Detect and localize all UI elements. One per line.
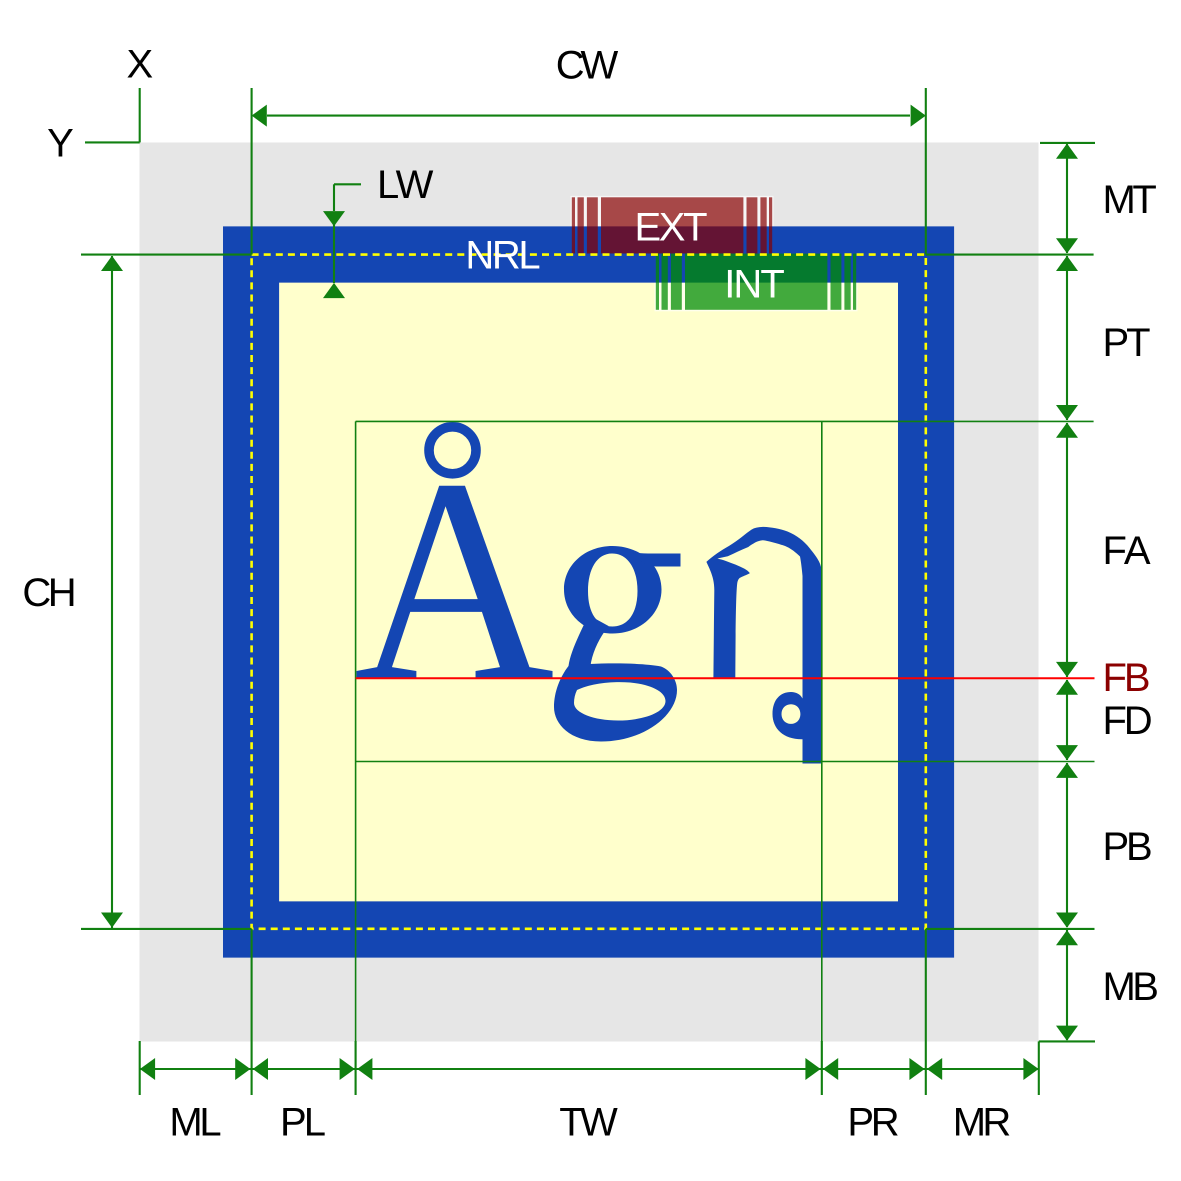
svg-text:A: A — [354, 420, 555, 743]
svg-text:PL: PL — [280, 1101, 326, 1145]
svg-text:FA: FA — [1103, 529, 1151, 573]
svg-text:CH: CH — [22, 571, 76, 615]
svg-text:Y: Y — [47, 122, 74, 166]
svg-text:PT: PT — [1103, 321, 1151, 365]
svg-text:CW: CW — [556, 43, 619, 87]
svg-text:PR: PR — [847, 1101, 899, 1145]
svg-text:FB: FB — [1103, 656, 1151, 700]
svg-text:TW: TW — [559, 1101, 618, 1145]
svg-text:EXT: EXT — [634, 206, 707, 250]
svg-text:NRL: NRL — [465, 233, 540, 277]
svg-text:X: X — [126, 42, 153, 86]
svg-text:MR: MR — [953, 1101, 1012, 1145]
svg-text:LW: LW — [377, 163, 434, 207]
svg-text:ML: ML — [169, 1101, 221, 1145]
svg-text:MB: MB — [1103, 965, 1159, 1009]
svg-text:MT: MT — [1103, 178, 1157, 222]
svg-text:PB: PB — [1103, 825, 1153, 869]
svg-text:FD: FD — [1103, 699, 1153, 743]
svg-text:INT: INT — [724, 263, 785, 307]
